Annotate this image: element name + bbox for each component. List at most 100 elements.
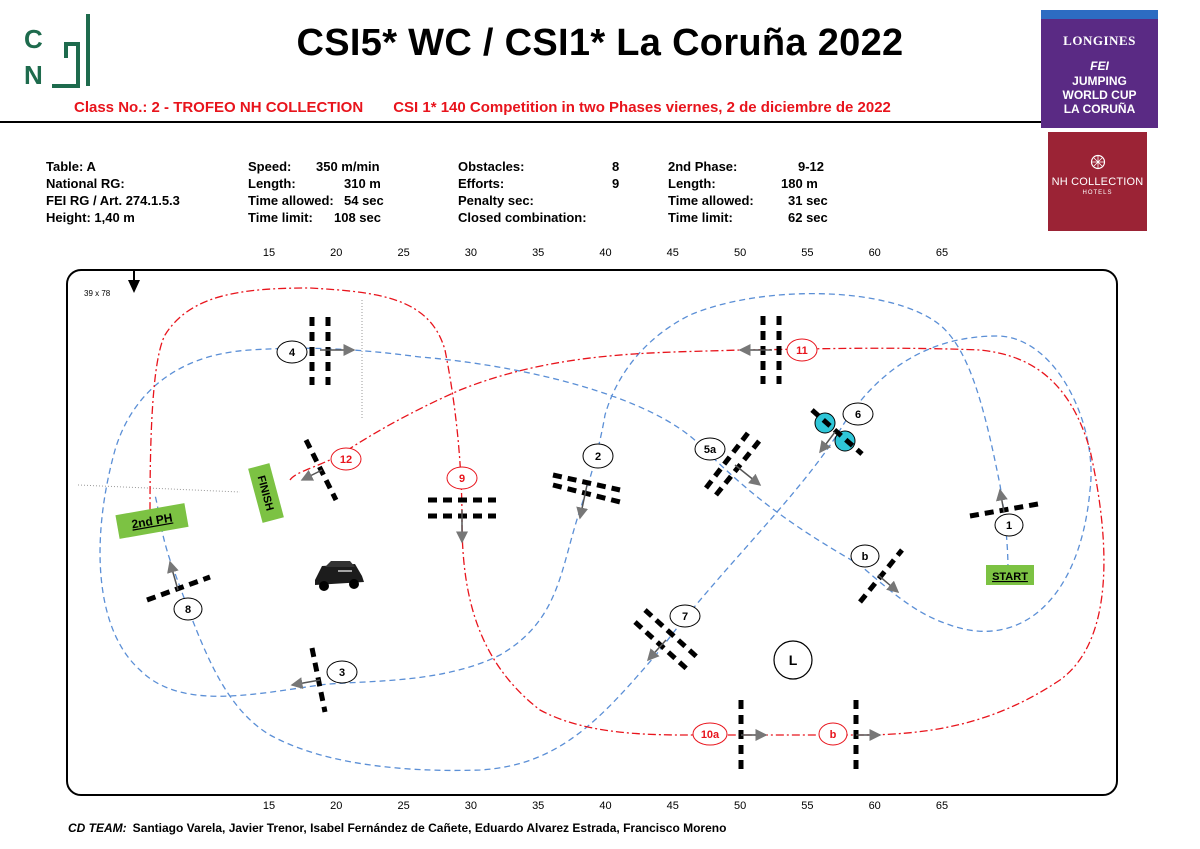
longines-brand: LONGINES [1063, 33, 1136, 48]
info-label: Table: A [46, 159, 96, 174]
info-label: Time limit: [248, 210, 313, 225]
obstacle-6: 6 [810, 402, 874, 456]
info-value: 62 sec [788, 210, 828, 225]
logo-letter-c: C [24, 24, 43, 54]
class-number: Class No.: 2 - TROFEO NH COLLECTION [74, 99, 364, 116]
entry-arrowhead-icon [128, 280, 140, 293]
info-label: Speed: [248, 159, 292, 174]
nh-sub: HOTELS [1082, 190, 1113, 196]
fei-label: FEI [1090, 59, 1109, 73]
scale-tick: 55 [801, 800, 813, 810]
start-label: START [992, 571, 1028, 583]
obstacle-10a: 10a [692, 700, 768, 770]
info-label: National RG: [46, 176, 125, 191]
scale-tick: 45 [667, 247, 679, 259]
arena-size-label: 39 x 78 [84, 289, 111, 298]
info-label: Time allowed: [248, 193, 334, 208]
scale-tick: 35 [532, 800, 544, 810]
second-phase-banner: 2nd PH [115, 503, 189, 539]
scale-tick: 20 [330, 800, 342, 810]
info-value: 31 sec [788, 193, 828, 208]
obstacle-5b: b [850, 544, 904, 604]
scale-tick: 65 [936, 247, 948, 259]
cd-team-names: Santiago Varela, Javier Trenor, Isabel F… [132, 821, 727, 835]
obstacle-number: 9 [459, 473, 465, 485]
scale-tick: 30 [465, 247, 477, 259]
obstacle-5a: 5a [694, 431, 762, 497]
obstacle-7: 7 [633, 604, 701, 672]
info-label: Length: [668, 176, 716, 191]
scale-tick: 50 [734, 247, 746, 259]
phase1-route [99, 292, 1092, 772]
info-label: Time limit: [668, 210, 733, 225]
info-value: 310 m [344, 176, 381, 191]
page-title: CSI5* WC / CSI1* La Coruña 2022 [296, 22, 904, 64]
scale-tick: 25 [397, 800, 409, 810]
nh-name: NH COLLECTION [1051, 176, 1144, 188]
obstacles: 1 2 3 4 5a [146, 316, 1039, 770]
arena-border [66, 269, 1118, 796]
info-label: FEI RG / Art. 274.1.5.3 [46, 193, 180, 208]
car-icon [315, 561, 364, 591]
obstacle-number: 8 [185, 604, 191, 616]
scale-tick: 35 [532, 247, 544, 259]
obstacle-number: 6 [855, 409, 861, 421]
info-label: Closed combination: [458, 210, 587, 225]
obstacle-number: 1 [1006, 520, 1012, 532]
scale-tick: 40 [599, 247, 611, 259]
competition-line: CSI 1* 140 Competition in two Phases vie… [393, 99, 891, 116]
scale-tick: 55 [801, 247, 813, 259]
jwc-line2: WORLD CUP [1062, 88, 1137, 102]
obstacle-number: 4 [289, 347, 296, 359]
scale-bottom: 15 20 25 30 35 40 45 50 55 60 65 [263, 800, 948, 810]
course-plan: 15 20 25 30 35 40 45 50 55 60 65 15 20 25 30 35 40 45 50 5… [66, 247, 1118, 810]
info-value: 9 [612, 176, 620, 191]
scale-tick: 50 [734, 800, 746, 810]
obstacle-number: 7 [682, 611, 688, 623]
landmark-l: L [773, 640, 813, 680]
jwc-line3: LA CORUÑA [1063, 102, 1136, 116]
info-label: Height: 1,40 m [46, 210, 135, 225]
landmark-label: L [789, 652, 798, 668]
nh-emblem-icon [1090, 154, 1106, 170]
scale-tick: 60 [869, 800, 881, 810]
obstacle-1: 1 [969, 488, 1039, 537]
obstacle-number: 11 [796, 345, 808, 357]
scale-tick: 45 [667, 800, 679, 810]
obstacle-4: 4 [276, 317, 356, 385]
nh-sponsor-logo: NH COLLECTION HOTELS [1048, 132, 1147, 231]
scale-tick: 25 [397, 247, 409, 259]
obstacle-number: 5a [704, 444, 717, 456]
info-value: 108 sec [334, 210, 381, 225]
longines-sponsor-logo: LONGINES FEI JUMPING WORLD CUP LA CORUÑA [1041, 10, 1158, 128]
scale-tick: 65 [936, 800, 948, 810]
info-label: Length: [248, 176, 296, 191]
obstacle-number: b [862, 551, 869, 563]
scale-tick: 30 [465, 800, 477, 810]
obstacle-number: 12 [340, 454, 352, 466]
scale-tick: 20 [330, 247, 342, 259]
cd-team-footer: CD TEAM: Santiago Varela, Javier Trenor, … [68, 821, 726, 835]
info-value: 9-12 [798, 159, 825, 174]
obstacle-8: 8 [146, 560, 211, 621]
scale-tick: 15 [263, 800, 275, 810]
scale-tick: 60 [869, 247, 881, 259]
info-label: 2nd Phase: [668, 159, 738, 174]
obstacle-number: b [830, 729, 837, 741]
info-value: 54 sec [344, 193, 384, 208]
info-value: 8 [612, 159, 620, 174]
cn-logo: C N [22, 12, 102, 92]
obstacle-number: 2 [595, 451, 601, 463]
header-divider [0, 121, 1143, 123]
info-label: Penalty sec: [458, 193, 534, 208]
logo-letter-n: N [24, 60, 43, 90]
start-banner: START [986, 565, 1034, 585]
info-label: Time allowed: [668, 193, 754, 208]
jwc-line1: JUMPING [1072, 74, 1127, 88]
scale-tick: 40 [599, 800, 611, 810]
info-value: 180 m [781, 176, 818, 191]
obstacle-3: 3 [290, 647, 358, 713]
obstacle-10b: b [818, 700, 882, 770]
cd-team-label: CD TEAM: [68, 821, 127, 835]
